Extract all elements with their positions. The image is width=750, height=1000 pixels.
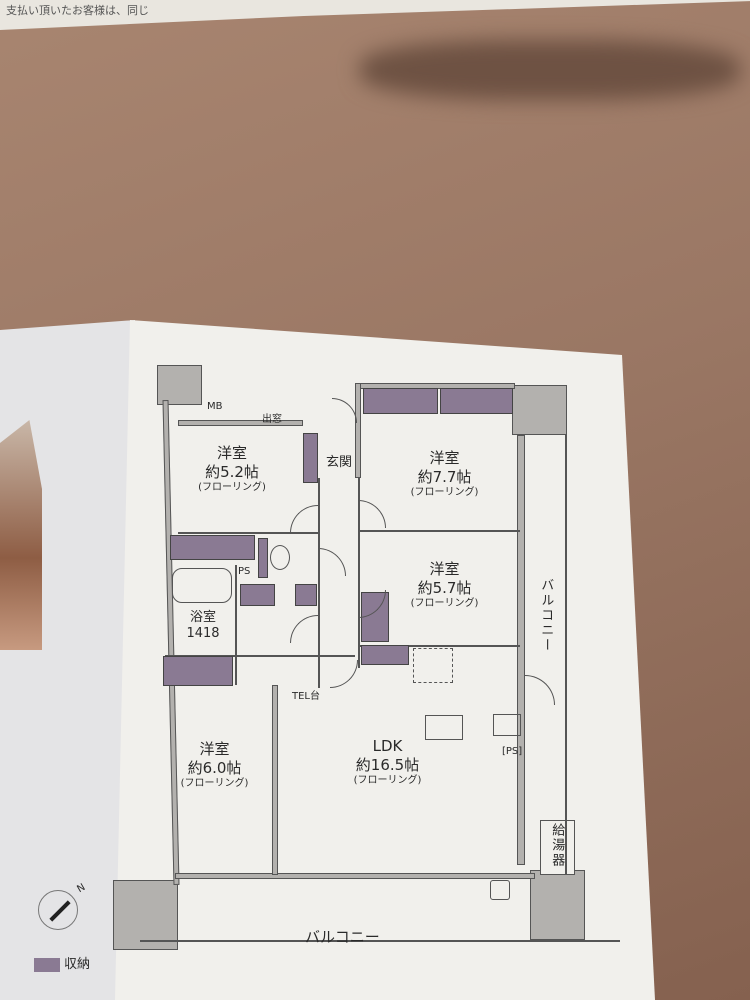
storage <box>303 433 318 483</box>
room-bedroom-1: 洋室 約5.2帖 (フローリング) <box>192 444 272 494</box>
room-name: 洋室 <box>199 740 230 758</box>
storage <box>363 388 438 414</box>
corner-pillar <box>157 365 202 405</box>
wall-bottom <box>175 873 535 879</box>
room-size: 約5.7帖 <box>417 578 472 597</box>
compass-icon <box>38 890 78 930</box>
mb-label: MB <box>207 401 223 412</box>
room-bedroom-4: 洋室 約6.0帖 (フローリング) <box>172 740 257 790</box>
building-photo <box>0 420 42 650</box>
bathtub <box>172 568 232 603</box>
stove <box>493 714 521 736</box>
room-size: 約6.0帖 <box>187 758 242 777</box>
room-size: 約7.7帖 <box>417 467 472 486</box>
room-name: 洋室 <box>216 444 247 462</box>
room-floor: (フローリング) <box>180 777 249 789</box>
room-bedroom-3: 洋室 約5.7帖 (フローリング) <box>402 560 487 610</box>
bath-label: 浴室 1418 <box>183 610 223 643</box>
storage <box>295 584 317 606</box>
bay-window-label: 出窓 <box>262 414 282 425</box>
room-floor: (フローリング) <box>353 774 422 786</box>
skylight <box>413 648 453 683</box>
storage <box>240 584 275 606</box>
room-floor: (フローリング) <box>410 486 479 498</box>
room-size: 約5.2帖 <box>205 462 259 481</box>
balcony-sink <box>490 880 510 900</box>
wall <box>272 685 278 875</box>
wall <box>355 383 361 478</box>
storage-legend-label: 収納 <box>64 957 91 972</box>
room-name: 洋室 <box>429 560 460 578</box>
top-sheet-text: 支払い頂いたお客様は、同じ <box>6 4 149 17</box>
corner-pillar <box>512 385 567 435</box>
storage <box>258 538 268 578</box>
storage <box>170 535 255 560</box>
room-floor: (フローリング) <box>198 481 266 493</box>
storage <box>440 388 513 414</box>
corner-pillar <box>113 880 178 950</box>
kitchen-ps-label: [PS] <box>502 746 523 757</box>
wall-right <box>517 435 525 865</box>
water-heater-box <box>540 820 575 875</box>
room-name: LDK <box>372 737 403 755</box>
ps-label: PS <box>238 566 251 577</box>
storage-legend-swatch <box>34 958 60 972</box>
water-heater-label: 給湯器 <box>549 823 565 868</box>
balcony-rail <box>140 940 620 942</box>
wall <box>178 420 303 426</box>
bath-size: 1418 <box>186 626 220 642</box>
toilet <box>270 545 290 570</box>
storage <box>361 592 389 642</box>
room-name: 洋室 <box>429 449 460 467</box>
entrance-label: 玄関 <box>326 455 353 470</box>
room-size: 約16.5帖 <box>355 755 420 774</box>
balcony-bottom-label: バルコニー <box>305 928 380 946</box>
tel-label: TEL台 <box>292 691 320 702</box>
storage <box>163 656 233 686</box>
corner-pillar <box>530 870 585 940</box>
balcony-side-label: バルコニー <box>538 578 554 653</box>
storage <box>361 645 409 665</box>
room-ldk: LDK 約16.5帖 (フローリング) <box>340 737 435 787</box>
balcony-rail <box>565 435 567 875</box>
kitchen-sink <box>425 715 463 740</box>
room-floor: (フローリング) <box>410 597 479 609</box>
bath-name: 浴室 <box>189 610 216 625</box>
shadow <box>360 40 740 100</box>
room-bedroom-2: 洋室 約7.7帖 (フローリング) <box>402 449 487 499</box>
